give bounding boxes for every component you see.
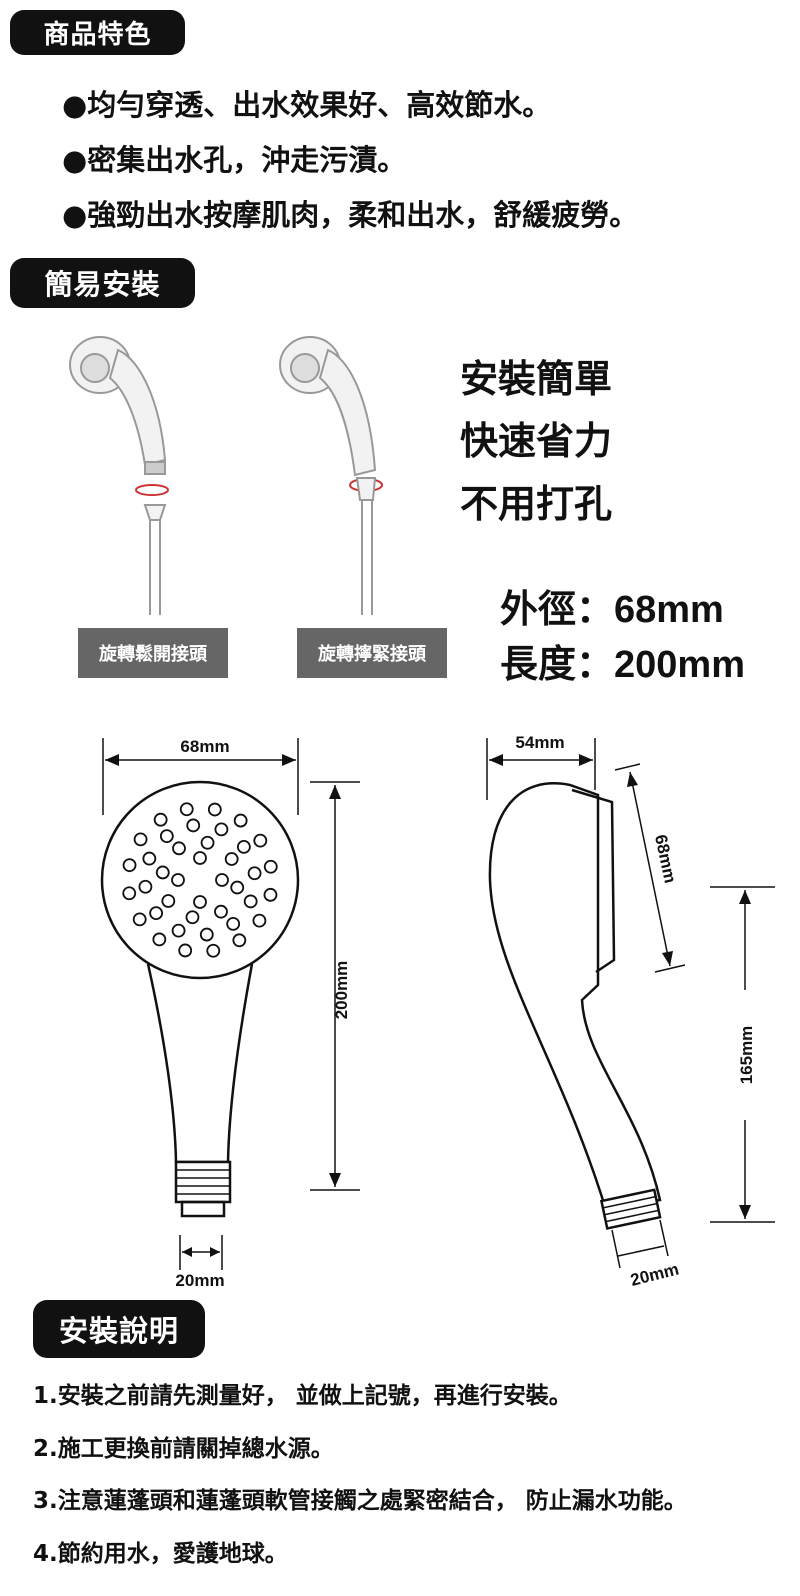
nozzle-hole: [193, 851, 207, 865]
nozzle-hole: [263, 887, 278, 902]
step-label-loosen: 旋轉鬆開接頭: [78, 628, 228, 678]
side-head-label: 68mm: [651, 833, 680, 885]
section-title-features: 商品特色: [10, 10, 185, 55]
nozzle-hole: [233, 813, 248, 828]
nozzle-hole: [207, 802, 222, 817]
nozzle-hole: [200, 835, 215, 850]
instruction-item: 3.注意蓮蓬頭和蓮蓬頭軟管接觸之處緊密結合， 防止漏水功能。: [33, 1488, 687, 1514]
nozzle-hole: [206, 943, 221, 958]
side-connector-label: 20mm: [629, 1260, 681, 1290]
nozzle-hole: [153, 812, 168, 827]
nozzle-hole: [159, 829, 174, 844]
instruction-item: 2.施工更換前請關掉總水源。: [33, 1436, 334, 1462]
nozzle-hole: [186, 818, 201, 833]
feature-item: ●密集出水孔，沖走污漬。: [62, 143, 407, 177]
side-depth-label: 54mm: [515, 733, 564, 752]
spec-length: 長度：200mm: [500, 644, 745, 686]
instruction-item: 1.安裝之前請先測量好， 並做上記號，再進行安裝。: [33, 1383, 572, 1409]
nozzle-hole: [247, 866, 262, 881]
front-connector-label: 20mm: [175, 1271, 224, 1290]
section-title-instructions: 安裝說明: [33, 1300, 205, 1358]
nozzle-hole: [142, 851, 157, 866]
nozzle-hole: [122, 858, 137, 873]
benefit-text: 不用打孔: [460, 482, 613, 526]
nozzle-hole: [193, 895, 207, 909]
nozzle-hole: [226, 916, 241, 931]
nozzle-hole: [133, 832, 148, 847]
nozzle-hole: [252, 913, 267, 928]
nozzle-hole: [253, 833, 268, 848]
shower-loosen-image: [69, 336, 169, 615]
instruction-item: 4.節約用水，愛護地球。: [33, 1541, 288, 1567]
section-title-install: 簡易安裝: [10, 258, 195, 308]
feature-item: ●強勁出水按摩肌肉，柔和出水，舒緩疲勞。: [62, 198, 639, 232]
nozzle-hole: [152, 932, 167, 947]
front-view-diagram: [100, 738, 360, 1270]
nozzle-hole: [179, 802, 194, 817]
nozzle-hole: [132, 912, 147, 927]
nozzle-hole: [214, 904, 228, 919]
benefit-text: 快速省力: [460, 419, 613, 463]
nozzle-hole: [171, 923, 186, 938]
nozzle-hole: [224, 852, 239, 866]
nozzle-hole: [243, 894, 258, 909]
spec-diameter: 外徑：68mm: [500, 589, 724, 631]
side-handle-label: 165mm: [737, 1026, 756, 1085]
nozzle-hole: [215, 873, 229, 887]
nozzle-hole: [172, 841, 186, 856]
nozzle-hole: [214, 822, 229, 837]
front-width-label: 68mm: [180, 737, 229, 756]
nozzle-hole: [149, 906, 164, 921]
front-length-label: 200mm: [332, 961, 351, 1020]
feature-item: ●均勻穿透、出水效果好、高效節水。: [62, 88, 552, 122]
benefit-text: 安裝簡單: [460, 357, 613, 401]
step-label-tighten: 旋轉擰緊接頭: [297, 628, 447, 678]
nozzle-hole: [155, 865, 170, 880]
nozzle-hole: [236, 839, 251, 854]
nozzle-hole: [232, 933, 247, 948]
nozzle-hole: [161, 894, 176, 908]
shower-tighten-image: [279, 336, 383, 615]
side-view-diagram: [486, 738, 775, 1269]
nozzle-hole: [138, 879, 153, 894]
nozzle-hole: [178, 943, 193, 958]
nozzle-hole: [171, 873, 185, 887]
nozzle-hole: [230, 880, 245, 895]
nozzle-hole: [122, 886, 137, 901]
nozzle-hole: [263, 859, 278, 874]
nozzle-hole: [185, 910, 200, 925]
nozzle-hole: [199, 927, 214, 942]
